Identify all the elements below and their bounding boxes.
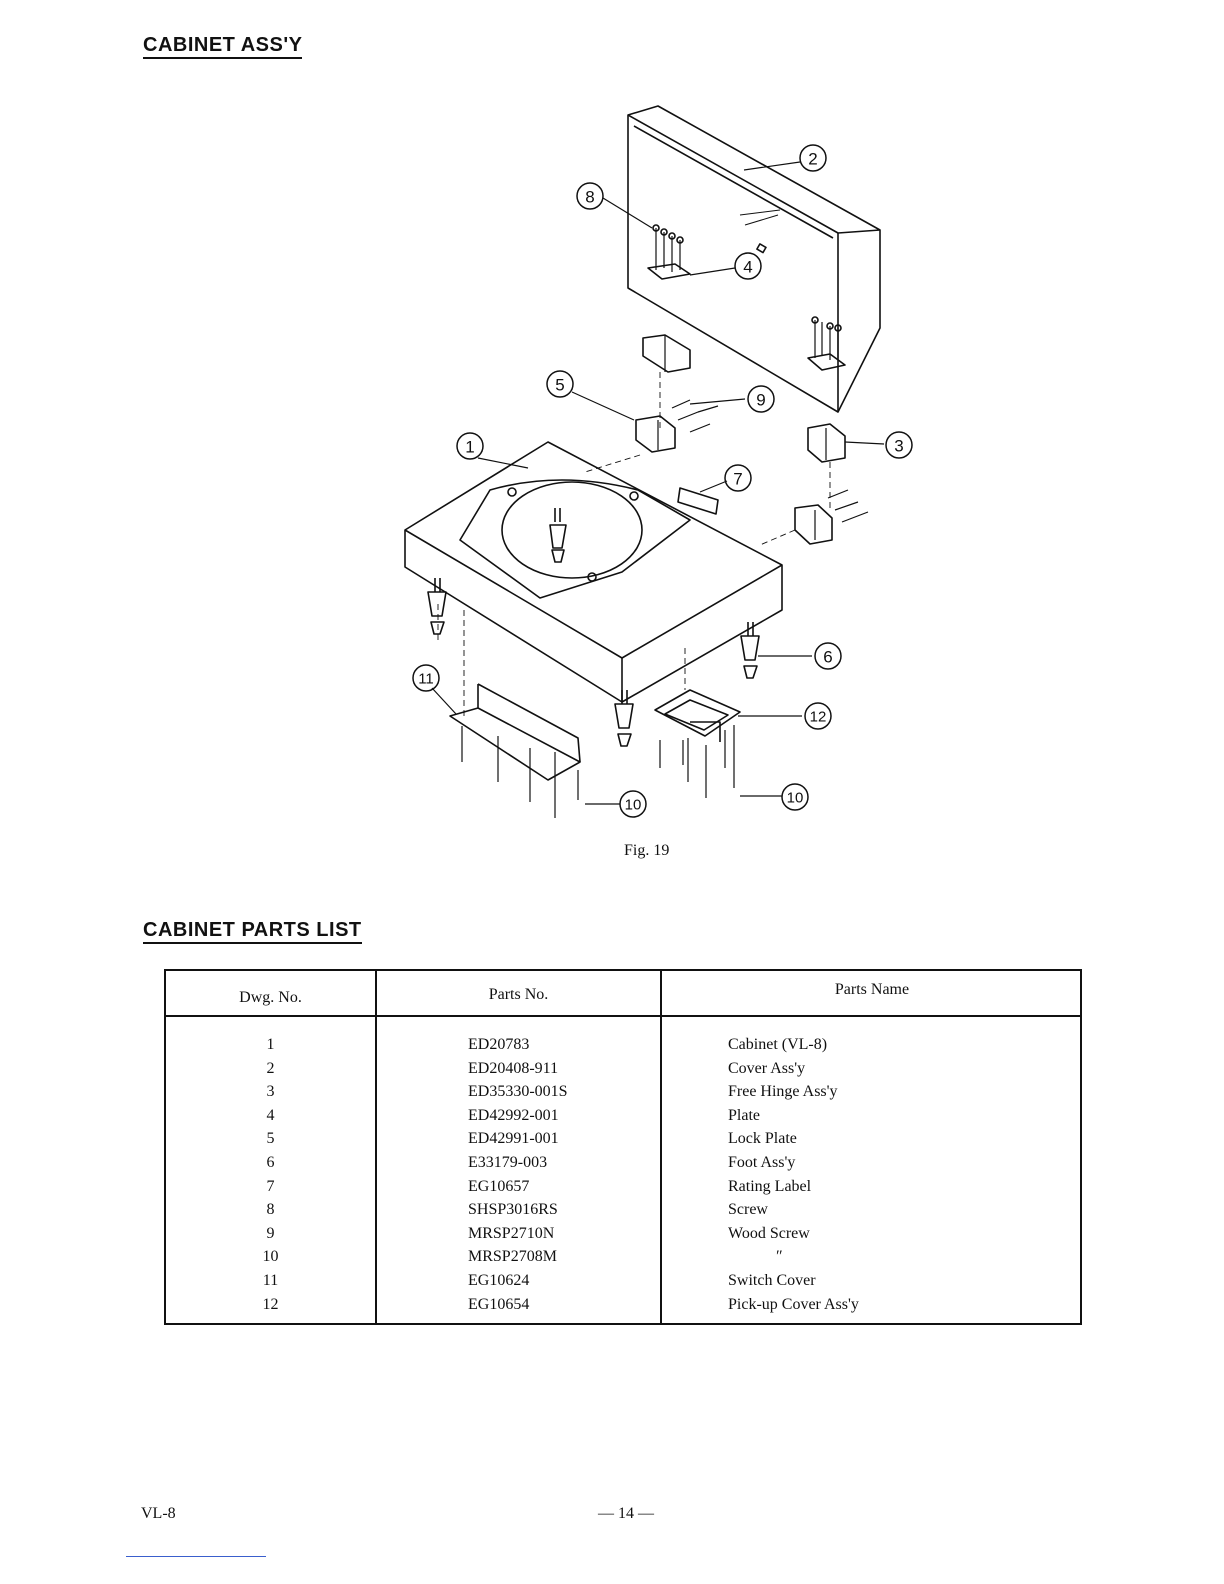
hinge-upper-left — [642, 334, 691, 373]
pickup-cover-12 — [654, 689, 741, 742]
footer-model: VL-8 — [141, 1505, 176, 1522]
column-divider — [660, 971, 662, 1323]
parts-no-cell: ED42992-001 — [468, 1106, 559, 1124]
svg-text:1: 1 — [465, 438, 474, 457]
foot-bottom — [614, 690, 634, 747]
callout-4: 4 — [734, 252, 762, 280]
foot-right — [740, 622, 760, 679]
assembly-heading: CABINET ASS'Y — [143, 34, 303, 59]
callout-1: 1 — [456, 432, 484, 460]
switch-cover-11 — [449, 683, 581, 781]
dwg-no-cell: 7 — [266, 1177, 275, 1195]
parts-name-cell: Free Hinge Ass'y — [728, 1083, 838, 1101]
parts-name-cell: Wood Screw — [728, 1224, 810, 1242]
dwg-no-cell: 5 — [266, 1130, 275, 1148]
dwg-no-cell: 4 — [266, 1106, 275, 1124]
parts-name-cell: Cabinet (VL-8) — [728, 1036, 828, 1053]
parts-no-cell: E33179-003 — [468, 1153, 548, 1171]
dwg-no-cell: 8 — [266, 1201, 275, 1219]
dwg-no-cell: 6 — [266, 1153, 275, 1171]
exploded-view-diagram: 8 2 4 5 9 1 3 7 6 11 12 10 10 — [404, 105, 913, 818]
cover-assy — [627, 105, 881, 413]
dwg-no-cell: 12 — [262, 1295, 279, 1313]
dwg-no-cell: 3 — [266, 1083, 275, 1101]
bottom-divider — [126, 1556, 266, 1557]
parts-name-cell: Plate — [728, 1106, 760, 1124]
callout-6: 6 — [814, 642, 842, 670]
callout-8: 8 — [576, 182, 604, 210]
dwg-no-column: 1 2 3 4 5 6 7 8 9 10 11 12 — [166, 1033, 375, 1316]
callout-11: 11 — [412, 664, 440, 692]
svg-text:3: 3 — [894, 437, 903, 456]
free-hinge-3 — [807, 423, 846, 463]
svg-text:10: 10 — [625, 797, 642, 814]
svg-text:4: 4 — [743, 258, 752, 277]
dwg-no-cell: 10 — [262, 1248, 279, 1266]
header-divider — [166, 1015, 1080, 1017]
svg-text:5: 5 — [555, 376, 564, 395]
parts-table: Dwg. No. Parts No. Parts Name 1 2 3 4 5 … — [164, 969, 1082, 1325]
svg-text:9: 9 — [756, 391, 765, 410]
parts-name-cell: ″ — [776, 1248, 783, 1266]
callout-12: 12 — [804, 702, 832, 730]
parts-name-cell: Foot Ass'y — [728, 1153, 796, 1171]
cabinet-1 — [404, 441, 783, 703]
parts-name-cell: Rating Label — [728, 1177, 812, 1195]
callout-10-left: 10 — [619, 790, 647, 818]
column-divider — [375, 971, 377, 1323]
parts-no-cell: EG10624 — [468, 1271, 530, 1289]
svg-text:11: 11 — [418, 671, 434, 688]
parts-list-heading: CABINET PARTS LIST — [143, 919, 362, 944]
dwg-no-cell: 2 — [266, 1059, 275, 1077]
parts-no-cell: MRSP2708M — [468, 1248, 557, 1266]
callout-7: 7 — [724, 464, 752, 492]
dwg-no-cell: 9 — [266, 1224, 275, 1242]
callout-10-right: 10 — [781, 783, 809, 811]
callout-2: 2 — [799, 144, 827, 172]
page-number: — 14 — — [598, 1505, 654, 1522]
callout-9: 9 — [747, 385, 775, 413]
parts-no-cell: EG10657 — [468, 1177, 530, 1195]
header-parts-no: Parts No. — [488, 986, 549, 1003]
plate-4-right — [807, 316, 846, 371]
parts-no-cell: SHSP3016RS — [468, 1201, 558, 1219]
parts-no-cell: MRSP2710N — [468, 1224, 555, 1242]
svg-text:8: 8 — [585, 188, 594, 207]
screws-10 — [461, 725, 735, 818]
parts-no-cell: ED35330-001S — [468, 1083, 568, 1101]
dwg-no-cell: 11 — [262, 1271, 279, 1289]
svg-text:2: 2 — [808, 150, 817, 169]
parts-name-column: Cabinet (VL-8) Cover Ass'y Free Hinge As… — [728, 1033, 859, 1316]
parts-name-cell: Cover Ass'y — [728, 1059, 806, 1077]
parts-no-column: ED20783 ED20408-911 ED35330-001S ED42992… — [468, 1033, 568, 1316]
dwg-no-cell: 1 — [266, 1036, 275, 1053]
header-parts-name: Parts Name — [834, 981, 910, 998]
foot-top — [549, 508, 567, 563]
svg-text:12: 12 — [810, 709, 827, 726]
callout-5: 5 — [546, 370, 574, 398]
plate-4 — [647, 224, 691, 280]
foot-left — [427, 578, 447, 635]
parts-no-cell: ED20783 — [468, 1036, 530, 1053]
svg-text:7: 7 — [733, 470, 742, 489]
svg-text:6: 6 — [823, 648, 832, 667]
wood-screws-9 — [671, 399, 869, 523]
hinge-lower-right — [794, 504, 833, 545]
header-dwg-no: Dwg. No. — [239, 989, 302, 1006]
figure-caption: Fig. 19 — [624, 842, 670, 859]
parts-no-cell: EG10654 — [468, 1295, 530, 1313]
parts-no-cell: ED20408-911 — [468, 1059, 559, 1077]
parts-name-cell: Lock Plate — [728, 1130, 797, 1148]
parts-no-cell: ED42991-001 — [468, 1130, 559, 1148]
parts-name-cell: Switch Cover — [728, 1271, 816, 1289]
lock-plate-5 — [635, 415, 676, 453]
rating-label-7 — [677, 487, 719, 515]
callout-3: 3 — [885, 431, 913, 459]
svg-text:10: 10 — [787, 790, 804, 807]
parts-name-cell: Screw — [728, 1201, 768, 1219]
parts-name-cell: Pick-up Cover Ass'y — [728, 1295, 859, 1313]
